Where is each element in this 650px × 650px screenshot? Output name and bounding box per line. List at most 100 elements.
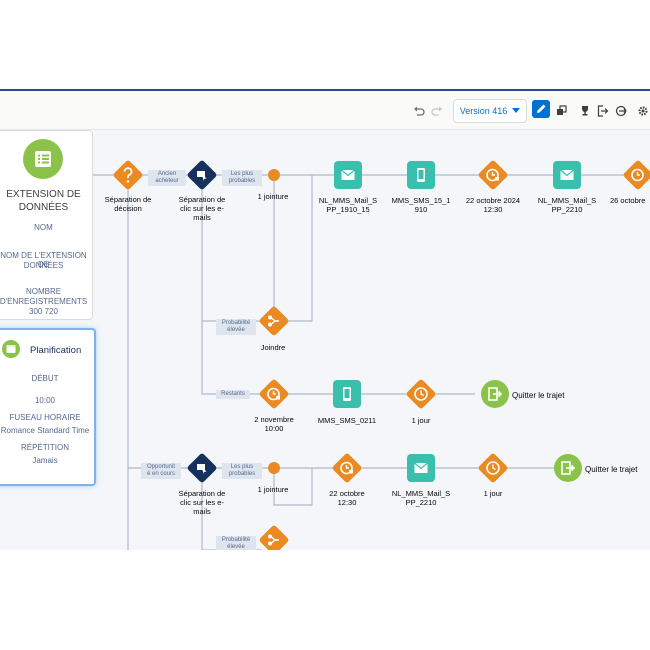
- wait1-label-2: 12:30: [483, 205, 503, 214]
- branch-tag-high2-1: Probabilité: [221, 537, 251, 543]
- version-label: Version 416: [459, 106, 508, 116]
- click-split-label-2: clic sur les e-: [180, 204, 224, 213]
- branch-tag-opport-2: é en cours: [146, 471, 176, 477]
- exit-icon[interactable]: [596, 101, 610, 121]
- email3-label-2: PP_2210: [405, 498, 437, 507]
- wait1-label-1: 22 octobre 2024: [465, 196, 521, 205]
- wait3-label-2: 10:00: [264, 424, 284, 433]
- undo-icon[interactable]: [412, 101, 426, 121]
- email-activity-node-3[interactable]: [407, 454, 435, 482]
- email-click-split-node-1[interactable]: [186, 159, 218, 196]
- email-activity-node-2[interactable]: [553, 161, 581, 189]
- join-dot[interactable]: [268, 169, 280, 181]
- branch-tag-rest: Restants: [216, 390, 250, 399]
- journey-canvas[interactable]: EXTENSION DE DONNÉES NOM NOM DE L'EXTENS…: [0, 130, 650, 550]
- email1-label-2: PP_1910_15: [326, 205, 370, 214]
- timezone-label: FUSEAU HORAIRE: [9, 413, 81, 422]
- envelope-icon: [341, 169, 355, 180]
- card-title-1: EXTENSION DE: [6, 189, 81, 200]
- exit-journey-node-2[interactable]: [554, 454, 582, 482]
- join-node-label: Joindre: [260, 343, 286, 352]
- wait4-label-2: 12:30: [337, 498, 357, 507]
- wait-until-node-3[interactable]: [258, 378, 290, 415]
- records-label-2: D'ENREGISTREMENTS: [0, 297, 88, 306]
- email-click-icon: [187, 160, 217, 190]
- wait-duration-node-2[interactable]: [477, 452, 509, 489]
- exit-settings-icon[interactable]: [614, 101, 628, 121]
- wait-until-node-2[interactable]: [622, 159, 650, 196]
- wait-duration-label-2: 1 jour: [483, 489, 503, 498]
- branch-tag-high-1: Probabilité: [221, 320, 251, 326]
- branch-tag-likely2-2: probables: [228, 471, 256, 477]
- toolbar: Version 416: [0, 91, 650, 130]
- repeat-value: Jamais: [32, 456, 58, 465]
- schedule-card[interactable]: Planification DÉBUT 10:00 FUSEAU HORAIRE…: [0, 328, 96, 486]
- trophy-icon[interactable]: [578, 101, 592, 121]
- wait-duration-label-1: 1 jour: [411, 416, 431, 425]
- exit-icon: [488, 387, 503, 401]
- ext-name-2: DONNÉES: [23, 261, 64, 270]
- sms1-label-2: 910: [414, 205, 428, 214]
- email-click-icon: [187, 453, 217, 483]
- gear-icon[interactable]: [636, 101, 650, 121]
- wait-until-node-1[interactable]: [477, 159, 509, 196]
- sms-activity-node-1[interactable]: [407, 161, 435, 189]
- branch-tag-ancien-2: acheteur: [155, 178, 179, 184]
- branch-tag-ancien-1: Ancien: [157, 171, 177, 177]
- clock-date-icon: [259, 379, 289, 409]
- data-extension-card[interactable]: EXTENSION DE DONNÉES NOM NOM DE L'EXTENS…: [0, 130, 93, 320]
- join-label-1: 1 jointure: [257, 192, 289, 201]
- wait2-label-1: 26 octobre: [610, 196, 646, 205]
- card-title-2: DONNÉES: [18, 202, 69, 213]
- exit-journey-label-2: Quitter le trajet: [585, 465, 638, 474]
- exit-icon: [561, 461, 576, 475]
- email-activity-node-1[interactable]: [334, 161, 362, 189]
- join-dot-2[interactable]: [268, 462, 280, 474]
- calendar-icon: [2, 340, 20, 358]
- decision-split-node[interactable]: [112, 159, 144, 196]
- window-top-border: [0, 89, 650, 91]
- decision-split-label-2: décision: [114, 204, 142, 213]
- envelope-icon: [560, 169, 574, 180]
- click-split-label-1: Séparation de: [178, 195, 226, 204]
- join-icon: [259, 525, 289, 550]
- chevron-down-icon: [512, 108, 521, 113]
- email2-label-2: PP_2210: [551, 205, 583, 214]
- list-icon: [23, 139, 63, 179]
- redo-icon[interactable]: [430, 101, 444, 121]
- records-value: 300 720: [29, 307, 58, 316]
- branch-tag-likely-2: probables: [228, 178, 256, 184]
- exit-journey-node-1[interactable]: [481, 380, 509, 408]
- join-node[interactable]: [258, 305, 290, 342]
- clock-date-icon: [332, 453, 362, 483]
- join-node-2[interactable]: [258, 524, 290, 550]
- copy-icon[interactable]: [555, 101, 569, 121]
- clock-icon: [478, 453, 508, 483]
- version-dropdown[interactable]: Version 416: [453, 99, 527, 123]
- schedule-title: Planification: [30, 345, 82, 356]
- decision-split-label-1: Séparation de: [104, 195, 152, 204]
- sms-activity-node-2[interactable]: [333, 380, 361, 408]
- click-split2-label-3: mails: [193, 507, 211, 516]
- click-split-label-3: mails: [193, 213, 211, 222]
- branch-tag-high2-2: élevée: [227, 544, 245, 550]
- flow-connectors: [92, 174, 650, 550]
- click-split2-label-2: clic sur les e-: [180, 498, 224, 507]
- wait-duration-node-1[interactable]: [405, 378, 437, 415]
- wait-until-node-4[interactable]: [331, 452, 363, 489]
- records-label-1: NOMBRE: [25, 287, 62, 296]
- timezone-value: Romance Standard Time: [0, 426, 90, 435]
- join-label-2: 1 jointure: [257, 485, 289, 494]
- email1-label-1: NL_MMS_Mail_S: [318, 196, 378, 205]
- envelope-icon: [414, 462, 428, 473]
- clock-date-icon: [623, 160, 650, 190]
- edit-button[interactable]: [532, 100, 550, 118]
- branch-tag-likely2-1: Les plus: [230, 464, 254, 470]
- email-click-split-node-2[interactable]: [186, 452, 218, 489]
